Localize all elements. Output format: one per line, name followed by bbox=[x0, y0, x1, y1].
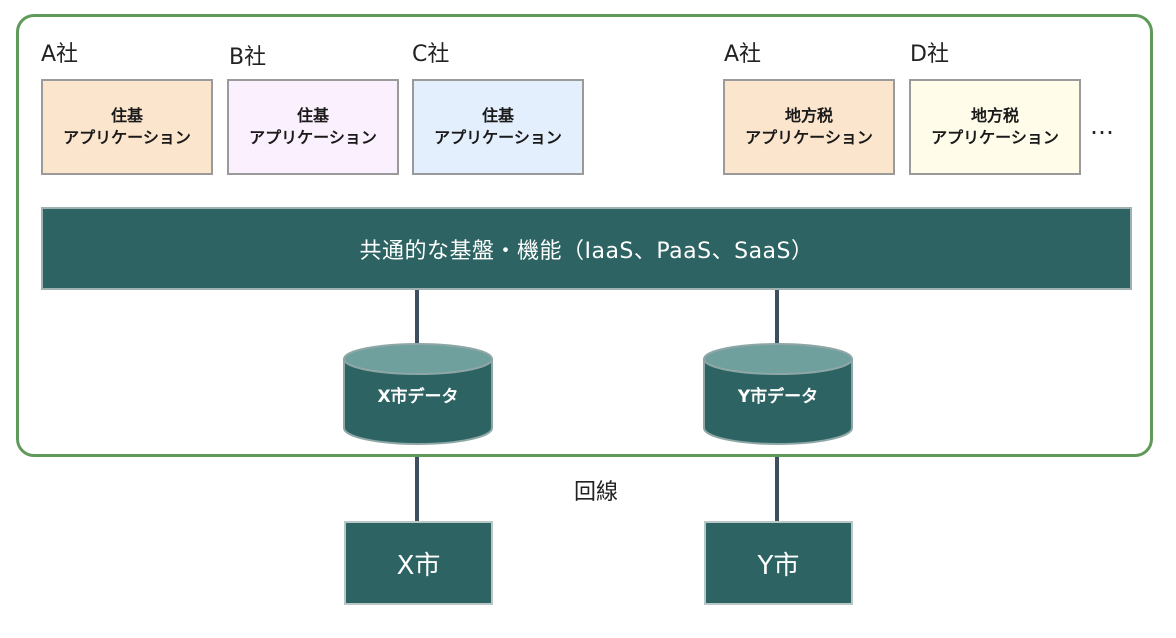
x-city-database: X市データ bbox=[343, 342, 493, 446]
app-subtitle: アプリケーション bbox=[63, 128, 191, 147]
app-subtitle: アプリケーション bbox=[434, 128, 562, 147]
app-title: 地方税 bbox=[970, 106, 1019, 125]
database-cylinder-icon bbox=[343, 343, 493, 445]
common-platform-bar: 共通的な基盤・機能（IaaS、PaaS、SaaS） bbox=[41, 207, 1132, 290]
app-title: 住基 bbox=[481, 106, 514, 125]
database-label: Y市データ bbox=[737, 387, 819, 407]
app-subtitle: アプリケーション bbox=[931, 128, 1059, 147]
app-box-a-tax: 地方税 アプリケーション bbox=[723, 79, 895, 175]
y-city-box: Y市 bbox=[704, 521, 853, 605]
cloud-boundary bbox=[16, 14, 1153, 457]
connector-line-y-city bbox=[775, 457, 779, 521]
app-title: 住基 bbox=[296, 106, 329, 125]
company-label-a-tax: A社 bbox=[724, 42, 762, 67]
app-box-c-resident: 住基 アプリケーション bbox=[412, 79, 584, 175]
connector-line-x-city bbox=[415, 457, 419, 521]
y-city-database: Y市データ bbox=[703, 342, 853, 446]
app-title: 住基 bbox=[110, 106, 143, 125]
app-box-a-resident: 住基 アプリケーション bbox=[41, 79, 213, 175]
connector-platform-y-data bbox=[775, 290, 779, 348]
city-label: X市 bbox=[396, 550, 441, 581]
app-box-d-tax: 地方税 アプリケーション bbox=[909, 79, 1081, 175]
connector-platform-x-data bbox=[415, 290, 419, 348]
company-label-b: B社 bbox=[229, 45, 267, 70]
app-subtitle: アプリケーション bbox=[745, 128, 873, 147]
app-title: 地方税 bbox=[784, 106, 833, 125]
app-box-b-resident: 住基 アプリケーション bbox=[227, 79, 399, 175]
x-city-box: X市 bbox=[344, 521, 493, 605]
more-apps-ellipsis: … bbox=[1090, 112, 1116, 140]
circuit-label: 回線 bbox=[574, 480, 619, 505]
database-cylinder-icon bbox=[703, 343, 853, 445]
platform-label: 共通的な基盤・機能（IaaS、PaaS、SaaS） bbox=[359, 238, 814, 264]
company-label-d: D社 bbox=[910, 42, 949, 67]
app-subtitle: アプリケーション bbox=[249, 128, 377, 147]
company-label-c: C社 bbox=[412, 42, 450, 67]
database-label: X市データ bbox=[377, 387, 459, 407]
company-label-a: A社 bbox=[41, 42, 79, 67]
city-label: Y市 bbox=[757, 550, 800, 581]
